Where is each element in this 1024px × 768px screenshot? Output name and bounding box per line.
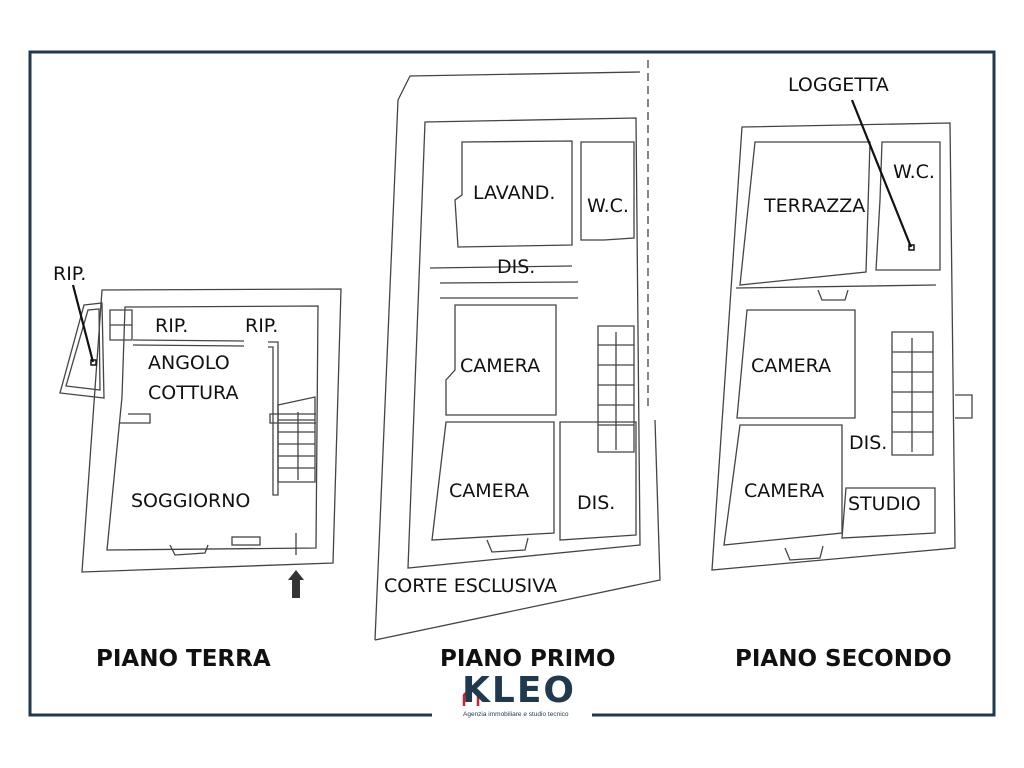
room-label: DIS. [577, 492, 616, 514]
room-label: CAMERA [460, 355, 541, 377]
floor-title-secondo: PIANO SECONDO [735, 646, 952, 672]
room-label: RIP. [155, 315, 189, 337]
room-label: W.C. [893, 161, 935, 183]
floor-title-terra: PIANO TERRA [96, 646, 271, 672]
logo-house-icon [462, 686, 480, 706]
plan-piano-primo [374, 60, 661, 641]
room-label: LOGGETTA [788, 74, 889, 96]
room-label: CAMERA [751, 355, 832, 377]
room-label: TERRAZZA [764, 195, 866, 217]
floor-title-primo: PIANO PRIMO [440, 646, 616, 672]
frame [28, 50, 996, 717]
entrance-arrow-icon [288, 570, 304, 598]
room-label: STUDIO [848, 493, 921, 515]
room-label: COTTURA [148, 382, 239, 404]
room-label: DIS. [849, 432, 888, 454]
plan-piano-terra [59, 288, 342, 573]
rip-marker [90, 359, 97, 366]
room-label: LAVAND. [473, 182, 556, 204]
logo-tagline: Agenzia immobiliare e studio tecnico [463, 711, 569, 718]
room-label: DIS. [497, 256, 536, 278]
room-label: RIP. [245, 315, 279, 337]
kleo-logo: KLEO [462, 670, 577, 711]
room-label: CAMERA [449, 480, 530, 502]
loggetta-marker [908, 244, 915, 251]
room-label: ANGOLO [148, 352, 230, 374]
room-label: RIP. [53, 263, 87, 285]
plan-piano-secondo [711, 122, 973, 571]
loggetta-leader-line [850, 99, 913, 248]
room-label: CORTE ESCLUSIVA [384, 575, 558, 597]
rip-leader-line [71, 284, 95, 363]
room-label: SOGGIORNO [131, 490, 251, 512]
room-label: W.C. [587, 195, 629, 217]
room-label: CAMERA [744, 480, 825, 502]
